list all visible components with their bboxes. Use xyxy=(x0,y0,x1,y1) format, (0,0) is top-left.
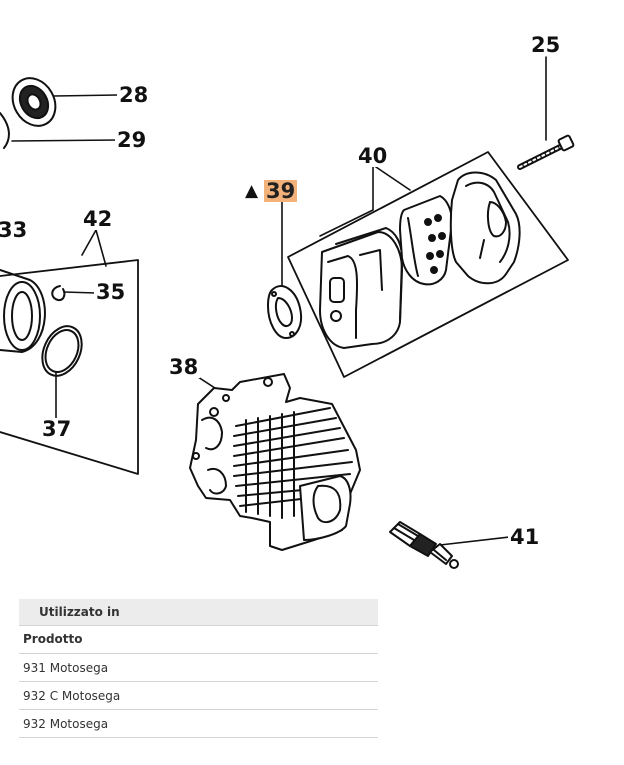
product-row[interactable]: 932 C Motosega xyxy=(19,682,378,710)
product-row[interactable]: 931 Motosega xyxy=(19,654,378,682)
piston-ring-part xyxy=(41,325,83,377)
product-row[interactable]: 932 Motosega xyxy=(19,710,378,738)
muffler-kit-frame xyxy=(287,151,569,378)
gasket-part xyxy=(267,285,302,339)
used-in-header: Utilizzato in xyxy=(19,599,378,626)
cylinder-part xyxy=(189,373,361,551)
piston-part xyxy=(0,269,46,353)
warning-triangle-icon: ▲ xyxy=(245,181,259,201)
circlip-part xyxy=(51,285,66,302)
callout-42: 42 xyxy=(81,207,115,231)
callout-33: 33 xyxy=(0,219,30,241)
product-column-header: Prodotto xyxy=(19,626,378,654)
callout-37: 37 xyxy=(40,417,74,441)
callout-25: 25 xyxy=(529,33,563,57)
bearing-part xyxy=(11,77,57,127)
callout-28: 28 xyxy=(117,83,151,107)
muffler-plate-part xyxy=(399,195,453,286)
callout-40: 40 xyxy=(356,144,390,168)
callout-29: 29 xyxy=(115,128,149,152)
muffler-part xyxy=(319,227,403,349)
muffler-cover-part xyxy=(449,171,521,285)
callout-39[interactable]: 39 xyxy=(264,179,298,203)
callout-41: 41 xyxy=(508,525,542,549)
callout-38: 38 xyxy=(167,355,201,379)
piston-kit-frame xyxy=(0,259,139,475)
used-in-table: Utilizzato in Prodotto 931 Motosega 932 … xyxy=(19,599,378,738)
spark-plug-part xyxy=(389,521,459,569)
bolt-part xyxy=(517,134,575,170)
callout-35: 35 xyxy=(94,280,128,304)
parts-diagram xyxy=(0,56,575,569)
ring-part xyxy=(0,112,10,149)
